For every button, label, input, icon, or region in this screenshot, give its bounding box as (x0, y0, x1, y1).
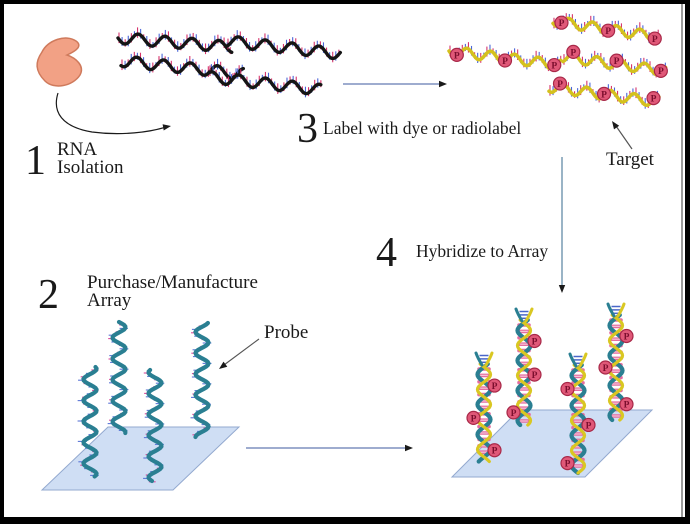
step-4-label-line1: Hybridize to Array (416, 241, 549, 261)
hybridized-array: P P P P P P P P P P P P (450, 302, 654, 478)
phosphate-letter: P (651, 94, 657, 104)
step-3-label: Label with dye or radiolabel (323, 119, 521, 137)
phosphate-label-icon: P (506, 405, 521, 420)
phosphate-letter: P (511, 409, 517, 419)
phosphate-letter: P (603, 364, 609, 374)
phosphate-letter: P (624, 332, 630, 342)
step-2-label-line1: Purchase/Manufacture (87, 272, 258, 293)
cell-blob (36, 37, 83, 87)
phosphate-letter: P (605, 27, 611, 37)
arrow-labeling (343, 80, 447, 88)
phosphate-letter: P (586, 421, 592, 431)
phosphate-label-icon: P (566, 44, 581, 60)
phosphate-label-icon: P (552, 76, 568, 91)
probe-array (40, 319, 241, 491)
phosphate-letter: P (454, 51, 460, 61)
phosphate-label-icon: P (497, 53, 513, 68)
frame-border-right (685, 0, 690, 524)
phosphate-label-icon: P (466, 410, 481, 425)
step-2-label: Purchase/Manufacture Array (87, 272, 258, 311)
phosphate-letter: P (652, 35, 658, 45)
phosphate-letter: P (559, 19, 565, 29)
arrow-rna-isolation (55, 92, 171, 135)
phosphate-label-icon: P (527, 333, 542, 349)
phosphate-letter: P (471, 414, 477, 424)
phosphate-letter: P (601, 90, 607, 100)
phosphate-label-icon: P (598, 360, 613, 375)
phosphate-label-icon: P (449, 47, 464, 62)
phosphate-label-icon: P (560, 456, 575, 471)
phosphate-label-icon: P (554, 15, 569, 30)
phosphate-letter: P (532, 371, 538, 381)
phosphate-label-icon: P (601, 23, 616, 38)
phosphate-letter: P (502, 57, 508, 67)
step-2-number: 2 (38, 272, 59, 318)
phosphate-label-icon: P (619, 328, 634, 344)
step-1-number: 1 (25, 138, 46, 184)
arrow-probe-pointer (219, 338, 260, 369)
frame-border-top (0, 0, 690, 4)
step-1-label-line1: RNA (57, 139, 98, 160)
phosphate-label-icon: P (653, 63, 668, 78)
phosphate-label-icon: P (609, 53, 624, 68)
phosphate-label-icon: P (646, 90, 661, 106)
step-1-label-line2: Isolation (57, 157, 124, 178)
phosphate-letter: P (492, 382, 498, 392)
phosphate-letter: P (492, 447, 498, 457)
arrow-array-transfer (246, 444, 413, 452)
phosphate-label-icon: P (487, 443, 502, 458)
step-1-label: RNA Isolation (57, 139, 124, 178)
step-3-label-line1: Label with dye or radiolabel (323, 118, 522, 138)
step-3-number: 3 (297, 106, 318, 152)
arrow-hybridize (558, 157, 566, 293)
phosphate-label-icon: P (527, 367, 542, 382)
probe-annotation: Probe (264, 322, 309, 343)
phosphate-letter: P (624, 401, 630, 411)
phosphate-letter: P (557, 80, 563, 90)
phosphate-label-icon: P (596, 86, 612, 101)
phosphate-label-icon: P (619, 397, 634, 412)
phosphate-label-icon: P (487, 378, 502, 393)
phosphate-label-icon: P (581, 417, 596, 433)
phosphate-letter: P (565, 460, 571, 470)
arrow-target-pointer (612, 121, 633, 150)
phosphate-letter: P (658, 67, 664, 77)
step-2-label-line2: Array (87, 290, 132, 311)
phosphate-label-icon: P (560, 381, 575, 397)
frame-border-bottom (0, 517, 690, 524)
step-4-label: Hybridize to Array (416, 242, 548, 260)
phosphate-label-icon: P (647, 31, 662, 46)
phosphate-letter: P (570, 48, 576, 58)
target-annotation: Target (606, 149, 654, 170)
phosphate-letter: P (565, 385, 571, 395)
phosphate-label-icon: P (547, 57, 562, 73)
phosphate-letter: P (551, 61, 557, 71)
rna-strands (116, 27, 342, 98)
phosphate-letter: P (532, 337, 538, 347)
phosphate-letter: P (614, 57, 620, 67)
right-rule (681, 4, 683, 517)
frame-border-left (0, 0, 4, 524)
step-4-number: 4 (376, 230, 397, 276)
